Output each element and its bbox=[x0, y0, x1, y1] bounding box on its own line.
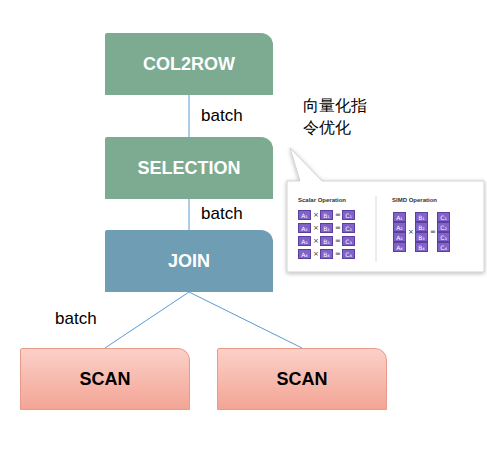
edge-label: batch bbox=[201, 204, 243, 224]
register-cell: A₄ bbox=[298, 249, 311, 259]
register-cell: B₃ bbox=[415, 232, 428, 242]
register-cell: B₂ bbox=[415, 222, 428, 232]
annotation-text: 向量化指令优化 bbox=[303, 95, 370, 139]
register-cell: C₁ bbox=[342, 210, 355, 220]
operator-symbol: = bbox=[334, 210, 342, 220]
node-label: SCAN bbox=[276, 368, 327, 390]
operator-symbol: × bbox=[312, 223, 320, 233]
edge-label: batch bbox=[55, 309, 97, 329]
register-cell: A₄ bbox=[393, 242, 406, 252]
register-cell: A₁ bbox=[298, 210, 311, 220]
batch-connector bbox=[189, 95, 190, 137]
callout-shape bbox=[287, 148, 484, 272]
register-cell: C₄ bbox=[342, 249, 355, 259]
callout-title: Scalar Operation bbox=[298, 197, 346, 203]
node-label: SELECTION bbox=[137, 157, 240, 179]
batch-connector bbox=[189, 199, 190, 230]
register-cell: C₁ bbox=[437, 212, 450, 222]
register-cell: B₁ bbox=[320, 210, 333, 220]
register-cell: B₄ bbox=[415, 242, 428, 252]
operator-symbol: = bbox=[334, 236, 342, 246]
register-cell: B₄ bbox=[320, 249, 333, 259]
register-cell: C₄ bbox=[437, 242, 450, 252]
operator-symbol: = bbox=[334, 249, 342, 259]
batch-connector bbox=[105, 292, 189, 348]
register-cell: B₁ bbox=[415, 212, 428, 222]
register-cell: A₁ bbox=[393, 212, 406, 222]
operator-symbol: × bbox=[312, 210, 320, 220]
node-label: COL2ROW bbox=[143, 53, 235, 75]
register-cell: C₃ bbox=[437, 232, 450, 242]
scan-box: SCAN bbox=[20, 348, 190, 410]
divider-line bbox=[376, 196, 377, 262]
register-cell: A₃ bbox=[393, 232, 406, 242]
batch-connector bbox=[189, 292, 302, 348]
operator-symbol: = bbox=[334, 223, 342, 233]
operator-symbol: = bbox=[429, 227, 437, 237]
callout-title: SIMD Operation bbox=[392, 197, 437, 203]
operator-symbol: × bbox=[312, 249, 320, 259]
operator-box: JOIN bbox=[105, 230, 273, 292]
node-label: SCAN bbox=[79, 368, 130, 390]
register-cell: A₂ bbox=[298, 223, 311, 233]
register-cell: B₂ bbox=[320, 223, 333, 233]
operator-box: SELECTION bbox=[105, 137, 273, 199]
register-cell: B₃ bbox=[320, 236, 333, 246]
operator-symbol: × bbox=[407, 227, 415, 237]
register-cell: C₃ bbox=[342, 236, 355, 246]
register-cell: C₂ bbox=[342, 223, 355, 233]
register-cell: A₃ bbox=[298, 236, 311, 246]
scan-box: SCAN bbox=[217, 348, 387, 410]
node-label: JOIN bbox=[168, 250, 210, 272]
register-cell: C₂ bbox=[437, 222, 450, 232]
operator-symbol: × bbox=[312, 236, 320, 246]
register-cell: A₂ bbox=[393, 222, 406, 232]
edge-label: batch bbox=[201, 106, 243, 126]
operator-box: COL2ROW bbox=[105, 33, 273, 95]
